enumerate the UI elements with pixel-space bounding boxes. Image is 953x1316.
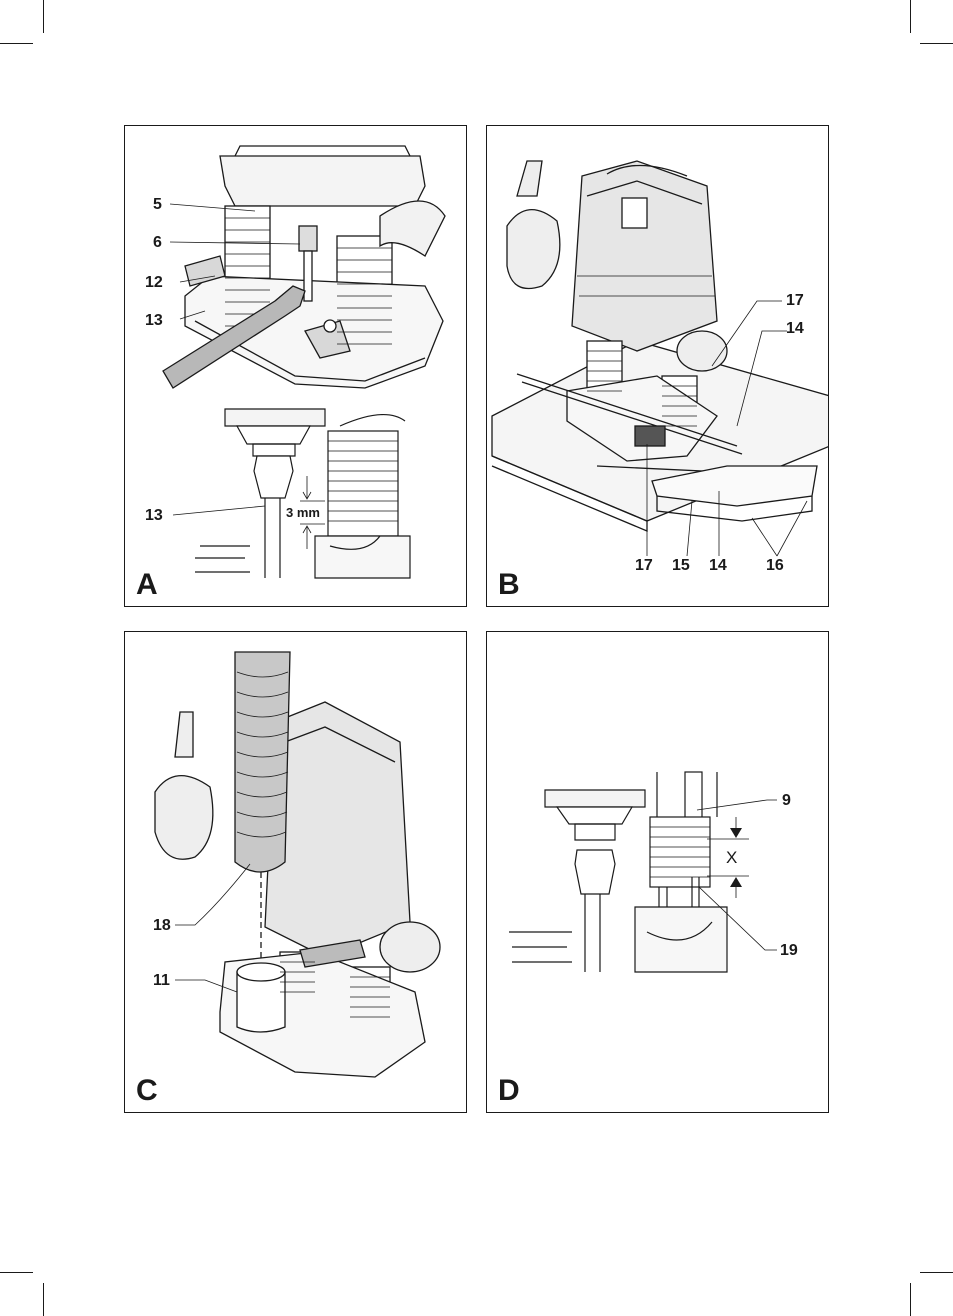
callout-13-detail: 13 — [145, 508, 163, 524]
callout-17: 17 — [786, 293, 804, 309]
crop-mark — [0, 43, 33, 44]
crop-mark — [43, 0, 44, 33]
crop-mark — [920, 1272, 953, 1273]
router-collet-illustration — [125, 126, 467, 607]
crop-mark — [910, 1283, 911, 1316]
dimension-3mm: 3 mm — [286, 506, 320, 519]
callout-11: 11 — [153, 973, 170, 989]
figure-panel-d: 9 19 X D — [486, 631, 829, 1113]
callout-15: 15 — [672, 558, 690, 574]
crop-mark — [43, 1283, 44, 1316]
router-dust-extraction-illustration — [125, 632, 467, 1113]
callout-5: 5 — [153, 197, 162, 213]
callout-13: 13 — [145, 313, 163, 329]
callout-17-bottom: 17 — [635, 558, 653, 574]
crop-mark — [0, 1272, 33, 1273]
callout-16: 16 — [766, 558, 784, 574]
callout-14-bottom: 14 — [709, 558, 727, 574]
callout-12: 12 — [145, 275, 163, 291]
panel-letter-b: B — [498, 570, 520, 600]
callout-9: 9 — [782, 793, 791, 809]
panel-letter-c: C — [136, 1076, 158, 1106]
callout-14: 14 — [786, 321, 804, 337]
figure-panel-b: 17 14 17 15 14 16 B — [486, 125, 829, 607]
panel-letter-d: D — [498, 1076, 520, 1106]
callout-19: 19 — [780, 943, 798, 959]
figure-panel-c: 18 11 C — [124, 631, 467, 1113]
crop-mark — [920, 43, 953, 44]
crop-mark — [910, 0, 911, 33]
figure-panel-a: 5 6 12 13 13 3 mm A — [124, 125, 467, 607]
callout-18: 18 — [153, 918, 171, 934]
router-depth-stop-illustration — [487, 632, 829, 1113]
callout-6: 6 — [153, 235, 162, 251]
panel-letter-a: A — [136, 570, 158, 600]
router-parallel-guide-illustration — [487, 126, 829, 607]
dimension-x: X — [726, 849, 737, 866]
